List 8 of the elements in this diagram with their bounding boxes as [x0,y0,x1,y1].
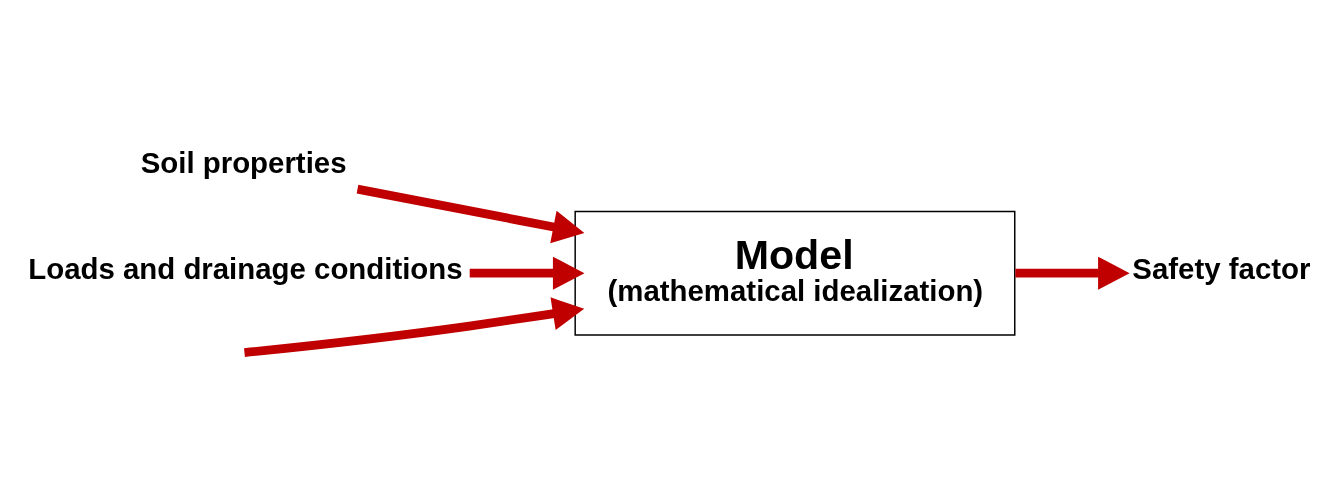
arrow [244,296,585,357]
node-text: Safety factor [1132,251,1311,285]
node-text: Soil properties [140,145,347,179]
node-box: Model (mathematical idealization) [574,210,1016,336]
arrow [1015,256,1130,290]
node-text: Loads and drainage conditions [28,251,463,285]
arrow [469,256,585,290]
arrow [356,184,585,243]
